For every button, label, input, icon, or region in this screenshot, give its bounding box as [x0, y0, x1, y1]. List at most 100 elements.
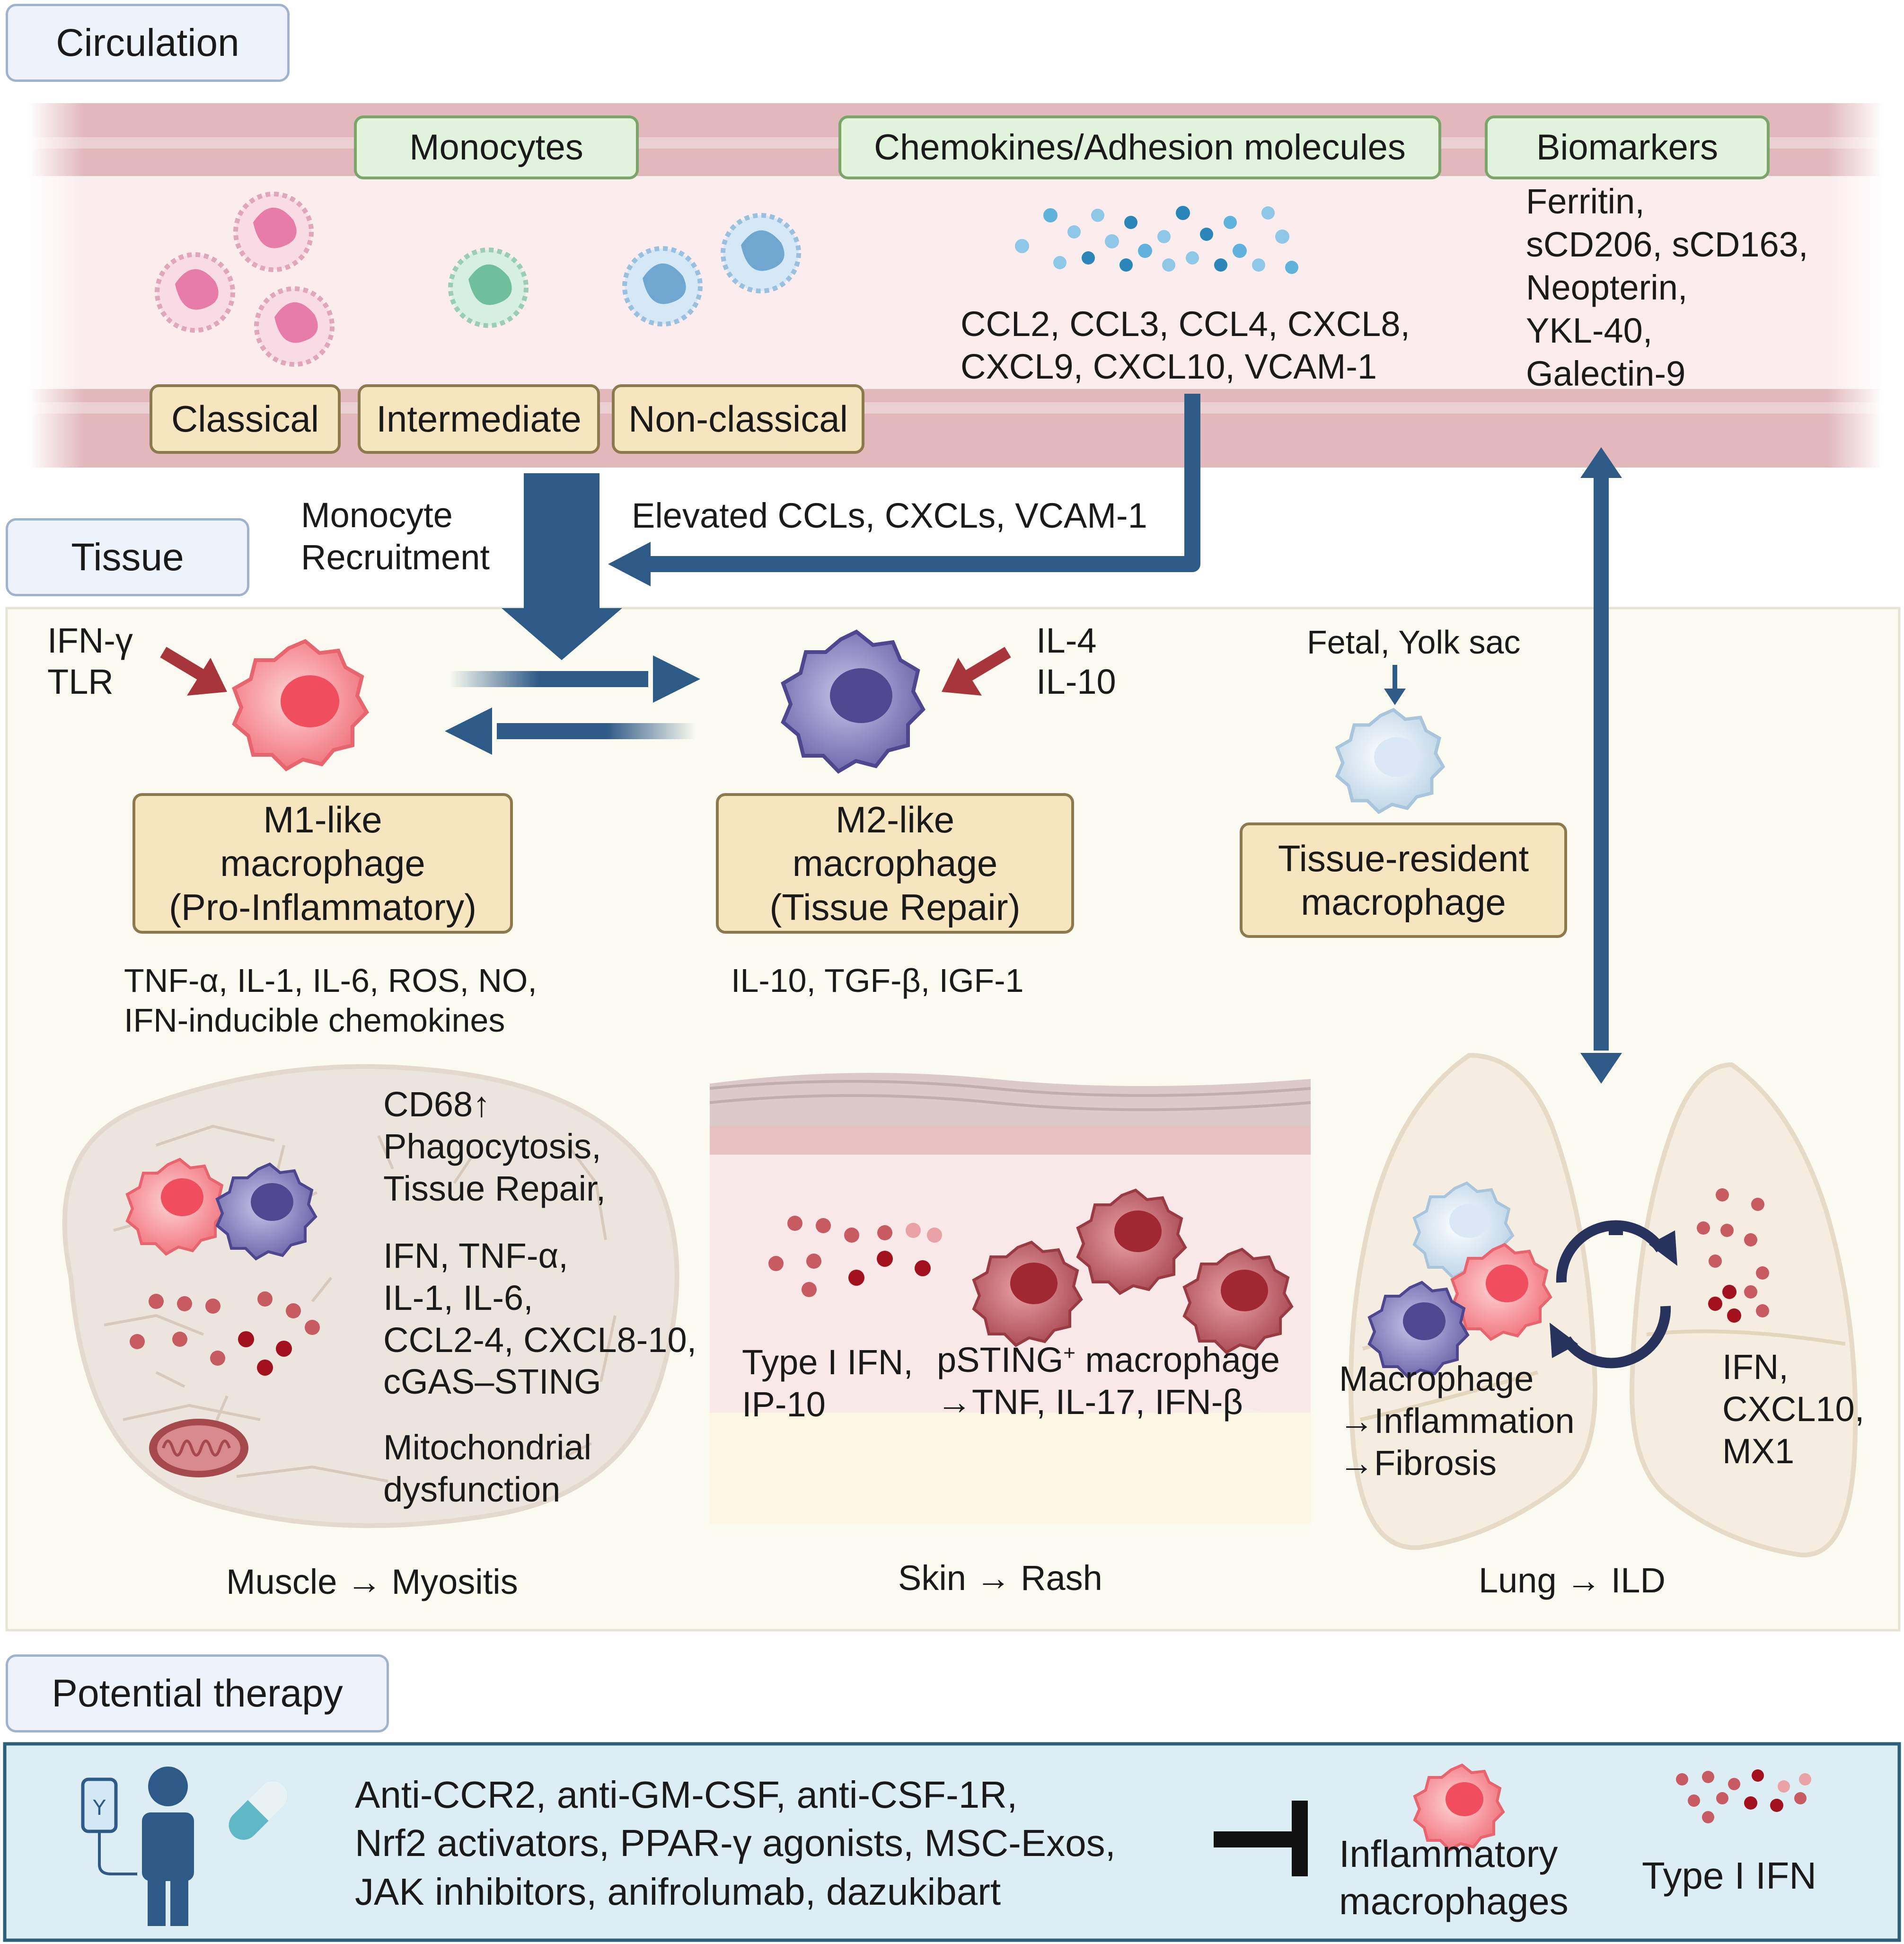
therapy-target-macrophages-word: macrophages — [1339, 1880, 1569, 1922]
m1-label-line-1: M1-like — [263, 799, 382, 841]
muscle-tissue-repair: Tissue Repair, — [383, 1168, 606, 1208]
m1-macrophage-icon — [232, 639, 369, 771]
m1-stimulus-arrow-icon — [160, 646, 227, 696]
skin-text-2: pSTING+ macrophage →TNF, IL-17, IFN-β — [937, 1339, 1280, 1423]
cycle-arrows-icon — [1550, 1220, 1677, 1369]
monocytes-label: Monocytes — [354, 115, 639, 179]
chemokines-list: CCL2, CCL3, CCL4, CXCL8, CXCL9, CXCL10, … — [961, 303, 1410, 389]
muscle-text-1: CD68↑ Phagocytosis, Tissue Repair, — [383, 1084, 606, 1210]
chemokines-label: Chemokines/Adhesion molecules — [838, 115, 1441, 179]
m1-products-text: TNF-α, IL-1, IL-6, ROS, NO, IFN-inducibl… — [124, 961, 537, 1040]
skin-psting: pSTING — [937, 1340, 1064, 1379]
lung-text-1: Macrophage →Inflammation →Fibrosis — [1339, 1358, 1575, 1484]
skin-caption: Skin → Rash — [898, 1558, 1102, 1598]
skin-psting-sup: + — [1063, 1341, 1075, 1365]
chemokine-dots — [1015, 206, 1298, 274]
muscle-il1-il6: IL-1, IL-6, — [383, 1278, 533, 1317]
non-classical-monocyte-icon — [622, 213, 801, 327]
m2-products-text: IL-10, TGF-β, IGF-1 — [731, 962, 1024, 999]
fetal-yolk-sac-text: Fetal, Yolk sac — [1307, 624, 1521, 661]
iv-drip-icon: Y — [81, 1777, 137, 1875]
muscle-m2-macrophage-icon — [215, 1162, 317, 1261]
tissue-resident-macrophage-icon — [1335, 707, 1446, 814]
muscle-cgas-sting: cGAS–STING — [383, 1362, 601, 1402]
m2-label-line-2: macrophage — [792, 842, 998, 884]
therapy-ifn-dots — [1676, 1769, 1811, 1823]
m1-label-line-2: macrophage — [220, 842, 425, 884]
biomarker-neopterin: Neopterin, — [1526, 268, 1688, 308]
m2-macrophage-label: M2-like macrophage (Tissue Repair) — [716, 793, 1074, 934]
fetal-arrow-icon — [1384, 665, 1406, 705]
therapy-target-inflammatory: Inflammatory — [1339, 1833, 1558, 1875]
lung-mx1: MX1 — [1722, 1431, 1795, 1471]
monocyte-type-intermediate: Intermediate — [358, 384, 600, 454]
m2-macrophage-icon — [781, 629, 926, 774]
muscle-cytokine-dots — [130, 1291, 320, 1376]
lung-cytokine-dots — [1697, 1188, 1769, 1323]
biomarker-lung-double-arrow — [1580, 447, 1622, 1084]
lung-inflammation: →Inflammation — [1339, 1401, 1575, 1440]
skin-tnf-il17: →TNF, IL-17, IFN-β — [937, 1382, 1243, 1422]
m1-label-line-3: (Pro-Inflammatory) — [168, 886, 477, 928]
elevated-chemokines-arrow — [608, 394, 1200, 586]
lung-fibrosis: →Fibrosis — [1339, 1443, 1497, 1483]
chemokines-line-1: CCL2, CCL3, CCL4, CXCL8, — [961, 304, 1410, 344]
intermediate-monocyte-icon — [448, 247, 529, 328]
lung-m1-macrophage-icon — [1450, 1243, 1552, 1341]
section-label-circulation: Circulation — [6, 4, 290, 82]
biomarkers-list: Ferritin, sCD206, sCD163, Neopterin, YKL… — [1526, 180, 1808, 395]
monocyte-type-non-classical: Non-classical — [612, 384, 864, 454]
muscle-phagocytosis: Phagocytosis, — [383, 1126, 601, 1166]
m1-stimuli-text: IFN-γ TLR — [47, 620, 133, 703]
biomarker-ferritin: Ferritin, — [1526, 182, 1645, 221]
muscle-text-2: IFN, TNF-α, IL-1, IL-6, CCL2-4, CXCL8-10… — [383, 1235, 696, 1403]
m2-stimulus-arrow-icon — [942, 646, 1011, 696]
muscle-dysfunction: dysfunction — [383, 1469, 561, 1509]
inhibition-symbol-icon — [1214, 1801, 1308, 1876]
elevated-chemokines-text: Elevated CCLs, CXCLs, VCAM-1 — [632, 496, 1147, 535]
chemokines-line-2: CXCL9, CXCL10, VCAM-1 — [961, 347, 1377, 387]
muscle-cd68: CD68↑ — [383, 1085, 491, 1124]
biomarker-scd206: sCD206, sCD163, — [1526, 225, 1808, 265]
muscle-ccl-cxcl: CCL2-4, CXCL8-10, — [383, 1320, 697, 1360]
therapy-target-type-i-ifn: Type I IFN — [1642, 1855, 1816, 1897]
m1-macrophage-label: M1-like macrophage (Pro-Inflammatory) — [132, 793, 513, 934]
stimulus-ifn-gamma: IFN-γ — [47, 621, 133, 660]
lung-ifn: IFN, — [1722, 1347, 1789, 1387]
therapy-drugs-line-3: JAK inhibitors, anifrolumab, dazukibart — [355, 1870, 1001, 1913]
resident-label-line-1: Tissue-resident — [1278, 837, 1529, 879]
stimulus-tlr: TLR — [47, 662, 114, 702]
therapy-drug-list: Anti-CCR2, anti-GM-CSF, anti-CSF-1R, Nrf… — [355, 1771, 1116, 1916]
therapy-drugs-line-2: Nrf2 activators, PPAR-γ agonists, MSC-Ex… — [355, 1822, 1116, 1864]
muscle-caption: Muscle → Myositis — [226, 1562, 518, 1601]
svg-text:Y: Y — [93, 1796, 106, 1820]
stimulus-il10: IL-10 — [1036, 662, 1116, 702]
skin-type-i-ifn: Type I IFN, — [742, 1343, 913, 1382]
muscle-tissue-icon — [62, 1064, 679, 1528]
stimulus-il4: IL-4 — [1036, 621, 1097, 660]
therapy-panel — [3, 1742, 1901, 1942]
lung-cxcl10: CXCL10, — [1722, 1389, 1865, 1429]
monocyte-recruitment-text: Monocyte Recruitment — [301, 495, 490, 579]
skin-macrophage-word: macrophage — [1075, 1340, 1280, 1379]
m2-stimuli-text: IL-4 IL-10 — [1036, 620, 1116, 703]
section-label-therapy: Potential therapy — [6, 1654, 389, 1732]
classical-monocyte-icon — [155, 192, 335, 367]
biomarkers-label: Biomarkers — [1485, 115, 1770, 179]
biomarker-galectin9: Galectin-9 — [1526, 354, 1686, 394]
lung-macrophage: Macrophage — [1339, 1359, 1534, 1398]
m2-label-line-1: M2-like — [835, 799, 955, 841]
monocyte-recruitment-line-1: Monocyte — [301, 495, 453, 535]
muscle-mitochondrial: Mitochondrial — [383, 1428, 592, 1467]
skin-ip10: IP-10 — [742, 1384, 826, 1424]
lung-text-2: IFN, CXCL10, MX1 — [1722, 1346, 1864, 1472]
m1-products-line-1: TNF-α, IL-1, IL-6, ROS, NO, — [124, 962, 537, 999]
m1-products-line-2: IFN-inducible chemokines — [124, 1002, 505, 1039]
muscle-text-3: Mitochondrial dysfunction — [383, 1427, 591, 1511]
section-label-tissue: Tissue — [6, 518, 249, 596]
skin-cytokine-dots — [768, 1216, 942, 1297]
lung-m2-macrophage-icon — [1367, 1281, 1470, 1379]
muscle-ifn-tnf: IFN, TNF-α, — [383, 1236, 568, 1275]
therapy-macrophage-icon — [1413, 1763, 1505, 1852]
